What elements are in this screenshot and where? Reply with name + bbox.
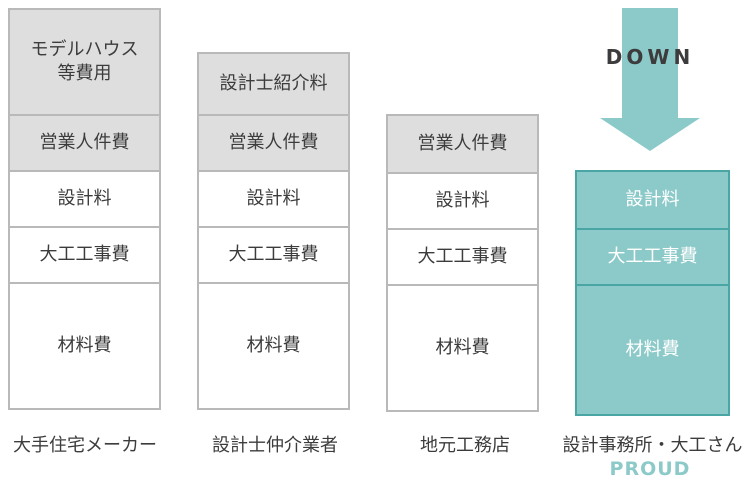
stack-large-housemaker: モデルハウス 等費用 営業人件費 設計料 大工工事費 材料費 [8, 8, 161, 410]
down-arrow-icon [600, 8, 700, 151]
stack-local-builder: 営業人件費 設計料 大工工事費 材料費 [386, 114, 539, 412]
cell-material-cost: 材料費 [8, 282, 161, 410]
cell-carpentry-cost: 大工工事費 [386, 228, 539, 286]
cell-sales-personnel-cost: 営業人件費 [386, 114, 539, 174]
cell-design-fee: 設計料 [386, 172, 539, 230]
label-large-housemaker: 大手住宅メーカー [13, 435, 157, 456]
proud-label: PROUD [609, 458, 691, 480]
cell-material-cost: 材料費 [386, 284, 539, 412]
label-local-builder: 地元工務店 [420, 435, 510, 456]
down-label: DOWN [605, 45, 695, 69]
cell-sales-personnel-cost: 営業人件費 [8, 114, 161, 172]
cell-material-cost: 材料費 [197, 282, 350, 410]
label-design-office-carpenter: 設計事務所・大工さん [562, 435, 743, 456]
label-designer-broker: 設計士仲介業者 [212, 435, 338, 456]
cell-material-cost: 材料費 [575, 284, 730, 416]
cell-carpentry-cost: 大工工事費 [197, 226, 350, 284]
cell-sales-personnel-cost: 営業人件費 [197, 114, 350, 172]
cell-designer-referral-fee: 設計士紹介料 [197, 52, 350, 116]
down-arrow-shape [600, 8, 700, 151]
cell-carpentry-cost: 大工工事費 [575, 228, 730, 286]
cell-carpentry-cost: 大工工事費 [8, 226, 161, 284]
cell-design-fee: 設計料 [575, 170, 730, 230]
cell-design-fee: 設計料 [8, 170, 161, 228]
cell-model-house-cost: モデルハウス 等費用 [8, 8, 161, 116]
stack-designer-broker: 設計士紹介料 営業人件費 設計料 大工工事費 材料費 [197, 52, 350, 410]
stack-design-office-carpenter: 設計料 大工工事費 材料費 [575, 170, 730, 416]
cell-design-fee: 設計料 [197, 170, 350, 228]
